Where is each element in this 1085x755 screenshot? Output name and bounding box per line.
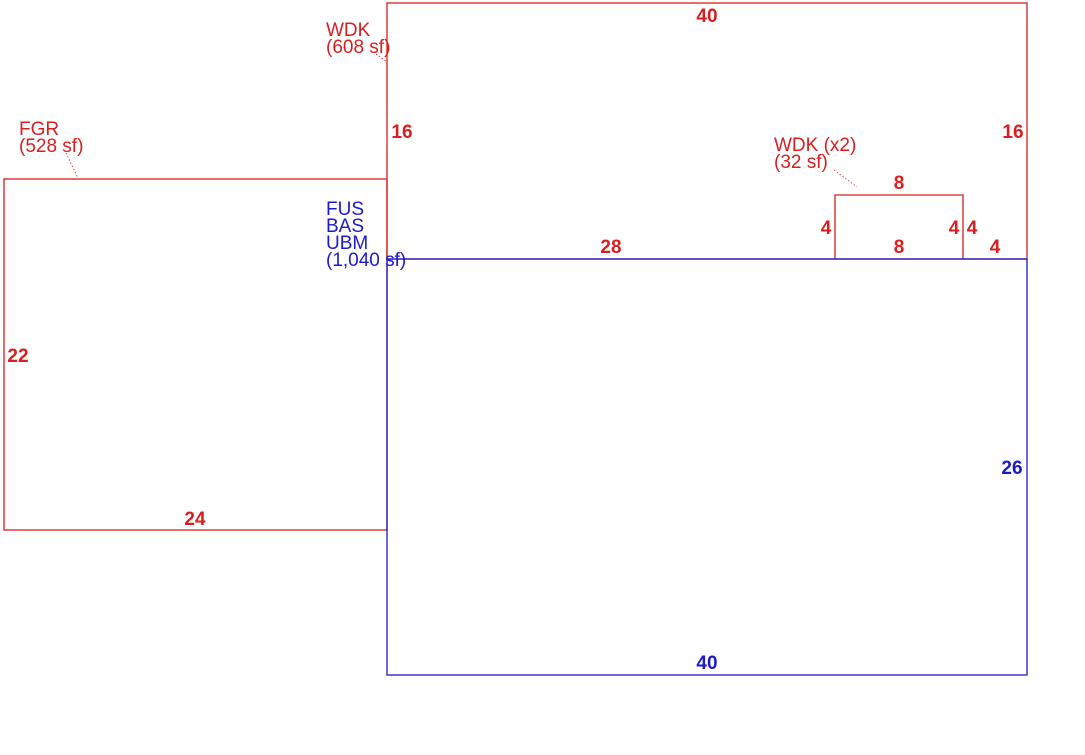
dim-wdk-left: 16 bbox=[391, 122, 412, 143]
wdk-small-label: WDK (x2) bbox=[774, 135, 856, 156]
wdk-small-area: (32 sf) bbox=[774, 152, 828, 173]
house-label-ubm: UBM bbox=[326, 233, 368, 254]
dim-small-left: 4 bbox=[821, 218, 832, 239]
dim-small-top: 8 bbox=[894, 173, 905, 194]
wdk-main-outline bbox=[386, 2, 1028, 260]
dim-fgr-bottom: 24 bbox=[184, 509, 206, 530]
wdk-main-leader bbox=[375, 53, 388, 63]
wdk-small-outline bbox=[834, 194, 964, 259]
fgr-leader bbox=[65, 152, 79, 179]
dim-fgr-left: 22 bbox=[7, 346, 28, 367]
dim-wdk-top: 40 bbox=[696, 6, 717, 27]
dim-wdk-bottom-right: 4 bbox=[990, 237, 1001, 258]
fgr-label: FGR bbox=[19, 119, 59, 140]
house-label-fus: FUS bbox=[326, 199, 364, 220]
dim-small-right-outer: 4 bbox=[967, 218, 978, 239]
dim-house-bottom: 40 bbox=[696, 653, 717, 674]
dim-small-right-inner: 4 bbox=[949, 218, 960, 239]
house-label-bas: BAS bbox=[326, 216, 364, 237]
dim-wdk-right: 16 bbox=[1002, 122, 1023, 143]
fgr-area: (528 sf) bbox=[19, 136, 83, 157]
house-outline bbox=[386, 258, 1028, 676]
dim-house-right: 26 bbox=[1001, 458, 1022, 479]
dim-small-bottom: 8 bbox=[894, 237, 905, 258]
dim-wdk-bottom: 28 bbox=[600, 237, 621, 258]
wdk-main-area: (608 sf) bbox=[326, 37, 390, 58]
wdk-main-label: WDK bbox=[326, 20, 371, 41]
wdk-small-leader bbox=[833, 169, 858, 188]
house-area: (1,040 sf) bbox=[326, 250, 406, 271]
